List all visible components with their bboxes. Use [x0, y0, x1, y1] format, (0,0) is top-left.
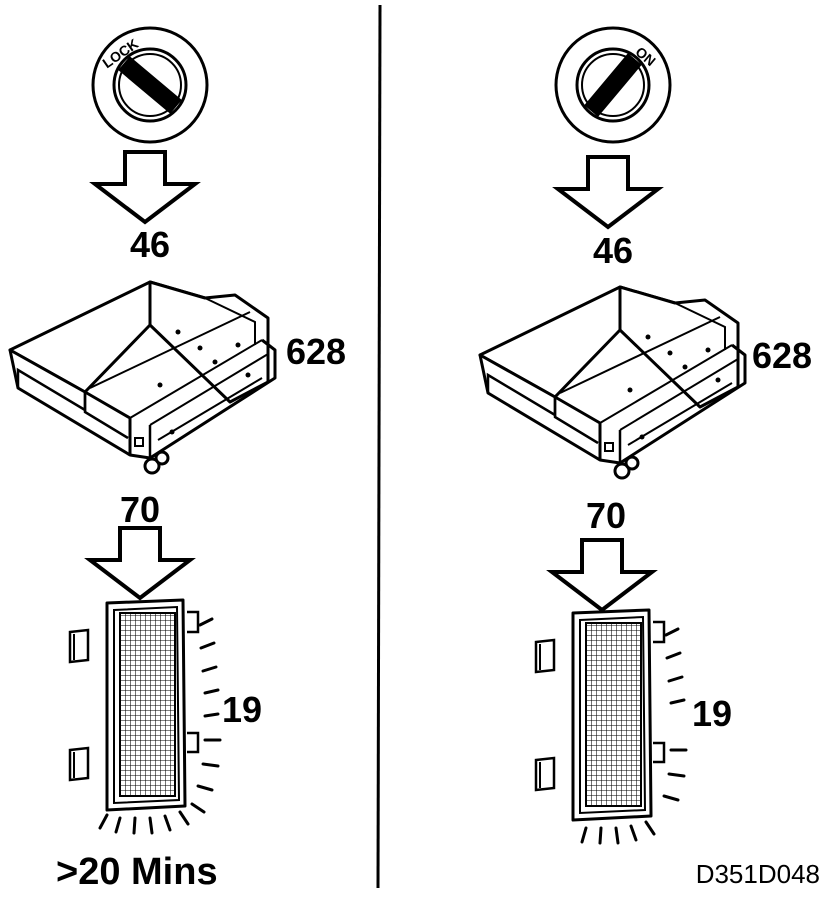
arrow-down-icon — [88, 526, 192, 600]
panel-divider — [376, 4, 382, 889]
connector-number: 70 — [120, 489, 160, 530]
warning-lamp-lit — [68, 598, 222, 835]
lamp-number: 19 — [692, 693, 732, 734]
time-duration-label: >20 Mins — [56, 851, 218, 893]
key-slot-icon — [118, 56, 182, 114]
ignition-key-lock: LOCK — [91, 26, 209, 144]
connector-number: 70 — [586, 495, 626, 536]
ignition-key-on: ON — [554, 26, 672, 144]
right-panel: ON 46 628 70 19 — [478, 26, 812, 845]
arrow-down-icon — [556, 155, 660, 229]
lamp-number: 19 — [222, 689, 262, 730]
arrow-down-icon — [93, 150, 197, 224]
module-number: 46 — [593, 230, 633, 271]
control-unit — [478, 285, 747, 480]
control-unit — [8, 280, 277, 475]
left-panel: LOCK 46 628 70 19 >20 Mins — [8, 26, 346, 893]
key-slot-icon — [584, 53, 642, 117]
unit-number: 628 — [752, 335, 812, 376]
glow-rays-icon — [580, 627, 688, 845]
unit-number: 628 — [286, 331, 346, 372]
figure-reference: D351D048 — [696, 859, 820, 889]
module-number: 46 — [130, 224, 170, 265]
arrow-down-icon — [550, 538, 654, 612]
warning-lamp-off — [534, 608, 666, 822]
